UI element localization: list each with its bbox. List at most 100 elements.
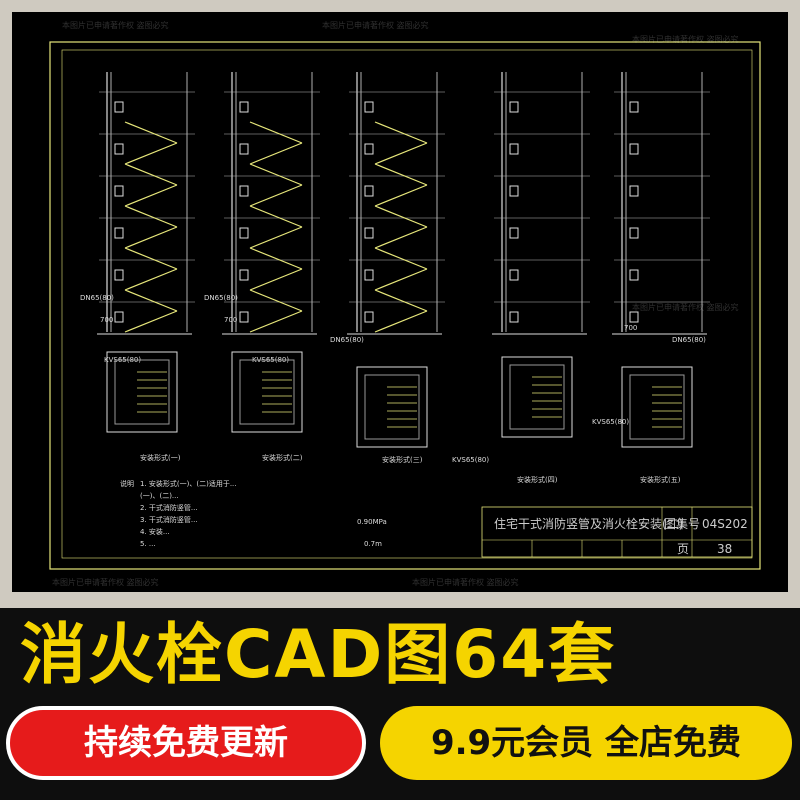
- stair-flight: [374, 310, 428, 333]
- stair-flight: [249, 247, 303, 270]
- dim-label: 700: [624, 324, 637, 332]
- stair-flight: [124, 268, 178, 291]
- watermark-text: 本图片已申请著作权 盗图必究: [412, 578, 519, 587]
- plan-details: [106, 351, 693, 448]
- hydrant-box: [509, 227, 519, 239]
- valve-label: KVS65(80): [592, 418, 629, 426]
- watermark-text: 本图片已申请著作权 盗图必究: [62, 21, 169, 30]
- install-label: 安装形式(四): [517, 475, 558, 484]
- stair-flight: [249, 142, 303, 165]
- stair-flight: [374, 205, 428, 228]
- stair-flight: [374, 121, 428, 144]
- page-label: 页: [677, 542, 689, 556]
- stair-flight: [249, 310, 303, 333]
- hydrant-box: [239, 101, 249, 113]
- pipe-label: DN65(80): [672, 336, 706, 344]
- hydrant-box: [629, 311, 639, 323]
- stair-flight: [124, 247, 178, 270]
- hydrant-box: [114, 101, 124, 113]
- hydrant-box: [114, 185, 124, 197]
- hydrant-box: [629, 227, 639, 239]
- hydrant-box: [239, 227, 249, 239]
- atlas-no: 04S202: [702, 517, 748, 531]
- note-line: 4. 安装...: [140, 527, 170, 536]
- note-line: 3. 干式消防竖管...: [140, 515, 198, 524]
- membership-label: 9.9元会员 全店免费: [430, 723, 742, 763]
- height-note: 0.7m: [364, 540, 382, 548]
- atlas-no-label: 图集号: [664, 516, 700, 531]
- plan-inner: [364, 374, 420, 440]
- stair-flight: [249, 121, 303, 144]
- watermark-text: 本图片已申请著作权 盗图必究: [322, 21, 429, 30]
- stair-flight: [374, 184, 428, 207]
- plan-outline: [501, 356, 573, 438]
- hydrant-box: [239, 311, 249, 323]
- hydrant-box: [114, 311, 124, 323]
- hydrant-box: [364, 311, 374, 323]
- stair-flight: [249, 289, 303, 312]
- watermark-text: 本图片已申请著作权 盗图必究: [632, 35, 739, 44]
- stair-flight: [124, 184, 178, 207]
- hydrant-box: [239, 269, 249, 281]
- install-label: 安装形式(五): [640, 475, 681, 484]
- plan-outline: [356, 366, 428, 448]
- hydrant-box: [364, 185, 374, 197]
- hydrant-box: [509, 101, 519, 113]
- membership-badge: 9.9元会员 全店免费: [380, 706, 792, 780]
- stair-flight: [124, 142, 178, 165]
- stair-flight: [124, 226, 178, 249]
- hydrant-box: [509, 185, 519, 197]
- page-no: 38: [717, 542, 732, 556]
- stair-flight: [374, 247, 428, 270]
- hydrant-box: [114, 143, 124, 155]
- promo-title: 消火栓CAD图64套: [20, 616, 617, 693]
- cad-sheet: 住宅干式消防竖管及消火栓安装(二) 图集号 04S202 页 38 说明 1. …: [49, 41, 761, 570]
- sheet-border-outer: [49, 41, 761, 570]
- stair-flight: [249, 163, 303, 186]
- hydrant-box: [629, 185, 639, 197]
- hydrant-box: [509, 143, 519, 155]
- stair-flight: [374, 226, 428, 249]
- notes-block: 说明 1. 安装形式(一)、(二)适用于... (一)、(二)... 2. 干式…: [120, 479, 387, 548]
- hydrant-box: [629, 101, 639, 113]
- hydrant-box: [364, 143, 374, 155]
- install-labels: 安装形式(一) 安装形式(二) 安装形式(三) 安装形式(四) 安装形式(五): [140, 453, 681, 484]
- stair-flight: [124, 205, 178, 228]
- hydrant-box: [629, 269, 639, 281]
- title-block: 住宅干式消防竖管及消火栓安装(二) 图集号 04S202 页 38: [481, 506, 753, 558]
- hydrant-box: [114, 227, 124, 239]
- cad-drawing: 住宅干式消防竖管及消火栓安装(二) 图集号 04S202 页 38 说明 1. …: [12, 12, 788, 592]
- watermark-text: 本图片已申请著作权 盗图必究: [52, 578, 159, 587]
- sheet-border-inner: [61, 49, 753, 559]
- dim-label: 700: [100, 316, 113, 324]
- valve-label: KVS65(80): [452, 456, 489, 464]
- install-label: 安装形式(二): [262, 453, 303, 462]
- pipe-label: DN65(80): [80, 294, 114, 302]
- plan-outline: [621, 366, 693, 448]
- plan-outline: [231, 351, 303, 433]
- stair-flight: [249, 184, 303, 207]
- stair-flight: [374, 142, 428, 165]
- hydrant-box: [114, 269, 124, 281]
- free-update-label: 持续免费更新: [84, 723, 288, 763]
- stair-flight: [124, 310, 178, 333]
- plan-inner: [239, 359, 295, 425]
- hydrant-box: [239, 143, 249, 155]
- image-frame: 住宅干式消防竖管及消火栓安装(二) 图集号 04S202 页 38 说明 1. …: [0, 0, 800, 608]
- stair-flight: [249, 205, 303, 228]
- stair-flight: [124, 289, 178, 312]
- stair-flight: [374, 268, 428, 291]
- hydrant-box: [239, 185, 249, 197]
- stair-flight: [124, 121, 178, 144]
- note-line: (一)、(二)...: [140, 492, 179, 500]
- hydrant-box: [509, 269, 519, 281]
- stair-flight: [374, 163, 428, 186]
- hydrant-box: [629, 143, 639, 155]
- hydrant-box: [509, 311, 519, 323]
- stair-flight: [249, 268, 303, 291]
- pipe-label: DN65(80): [204, 294, 238, 302]
- plan-inner: [114, 359, 170, 425]
- pipe-label: DN65(80): [330, 336, 364, 344]
- drawing-title: 住宅干式消防竖管及消火栓安装(二): [494, 516, 683, 531]
- note-line: 1. 安装形式(一)、(二)适用于...: [140, 479, 237, 488]
